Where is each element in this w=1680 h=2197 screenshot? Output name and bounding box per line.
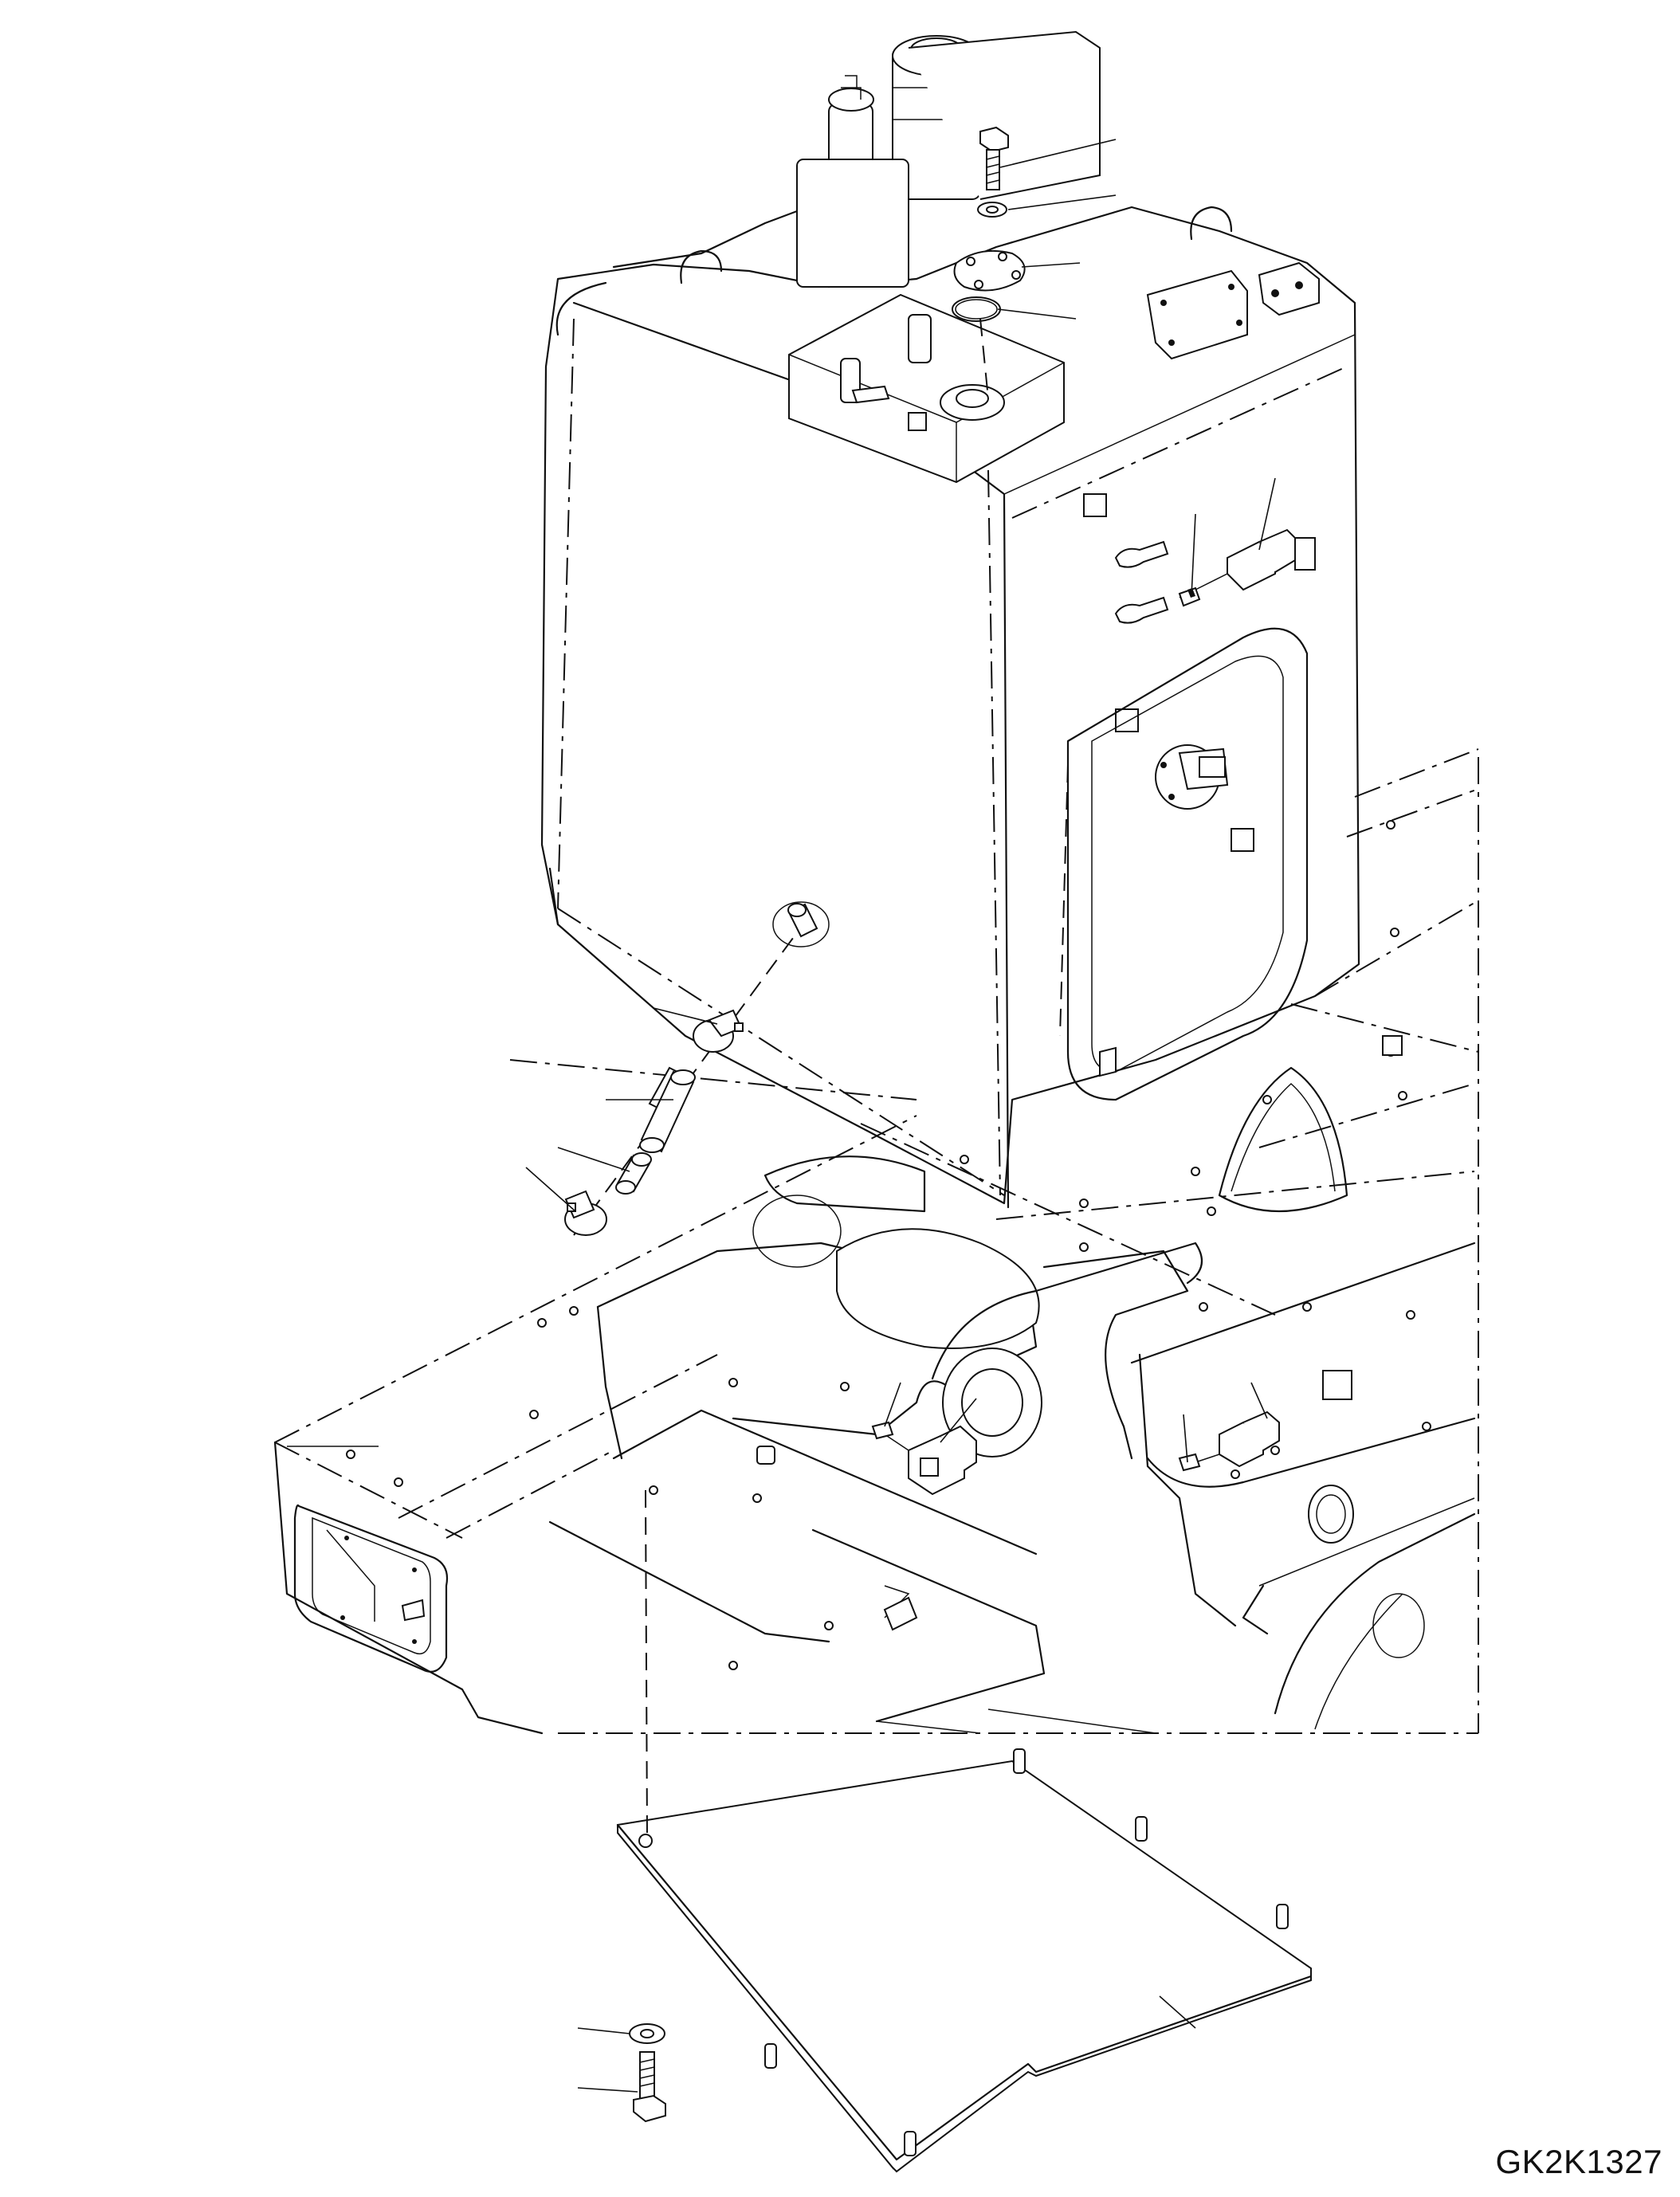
leader-line — [884, 1382, 901, 1427]
harness-connector-upper — [1178, 528, 1316, 607]
callout-leaders — [287, 139, 1276, 2093]
leader-line — [577, 2027, 630, 2034]
drain-hose-assembly — [564, 901, 830, 1236]
leader-line — [1021, 262, 1081, 268]
leader-line — [1007, 194, 1117, 210]
revolving-frame — [273, 748, 1479, 1735]
tank-cover-fasteners — [952, 126, 1026, 399]
leader-line — [1258, 477, 1276, 551]
leader-line — [999, 139, 1117, 168]
leader-line — [1159, 1995, 1196, 2029]
leader-line — [940, 1398, 977, 1443]
frame-bolt-holes — [346, 820, 1431, 1670]
drawing-code: GK2K1327 — [1495, 2143, 1662, 2180]
leader-line — [1183, 1414, 1188, 1463]
harness-connector-center — [871, 1421, 977, 1631]
hydraulic-tank — [540, 30, 1360, 1209]
harness-connector-right — [1178, 1410, 1280, 1472]
leader-line — [1191, 513, 1196, 597]
leader-line — [997, 308, 1077, 320]
under-cover — [616, 1489, 1313, 2173]
leader-line — [577, 2087, 638, 2093]
leader-line — [525, 1167, 576, 1212]
leader-line — [653, 1007, 718, 1025]
leader-line — [557, 1147, 630, 1172]
leader-line — [1250, 1382, 1268, 1419]
